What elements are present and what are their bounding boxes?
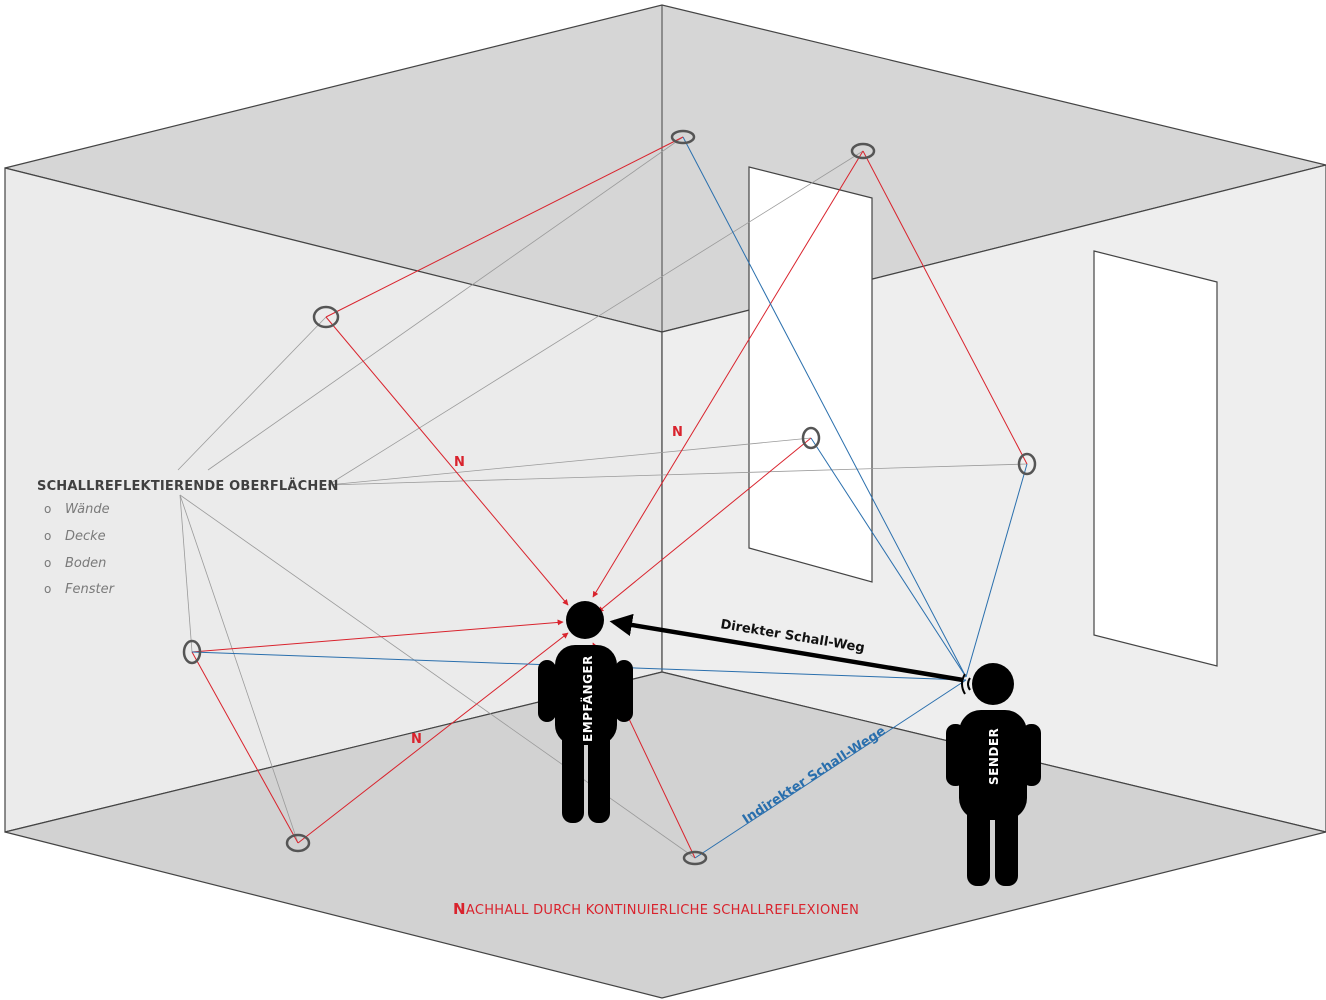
surface-item-ceiling: Decke [65, 529, 106, 544]
reflection-points [182, 129, 1037, 866]
sound-waves-icon [961, 673, 971, 695]
bullet-icon: o [44, 582, 51, 596]
sender-label: SENDER [987, 728, 1001, 785]
sender-figure [946, 663, 1041, 886]
window-1 [748, 166, 873, 583]
surface-item-window: Fenster [65, 582, 116, 597]
receiver-figure [538, 601, 633, 823]
footer-rest: ACHHALL DURCH KONTINUIERLICHE SCHALLREFL… [466, 903, 859, 918]
surface-item-walls: Wände [65, 502, 110, 517]
n-marker-3: N [411, 732, 422, 747]
surfaces-title: SCHALLREFLEKTIERENDE OBERFLÄCHEN [37, 478, 339, 494]
bullet-icon: o [44, 529, 51, 543]
bullet-icon: o [44, 556, 51, 570]
n-marker-1: N [454, 455, 465, 470]
direct-path-arrow [609, 613, 964, 683]
footer-caption: NACHHALL DURCH KONTINUIERLICHE SCHALLREF… [453, 900, 859, 918]
bullet-icon: o [44, 502, 51, 516]
surface-item-floor: Boden [65, 556, 106, 571]
n-marker-2: N [672, 425, 683, 440]
window-2 [1093, 250, 1218, 667]
receiver-label: EMPFÄNGER [580, 655, 595, 742]
footer-initial: N [453, 900, 466, 918]
reverb-paths [191, 136, 1028, 859]
